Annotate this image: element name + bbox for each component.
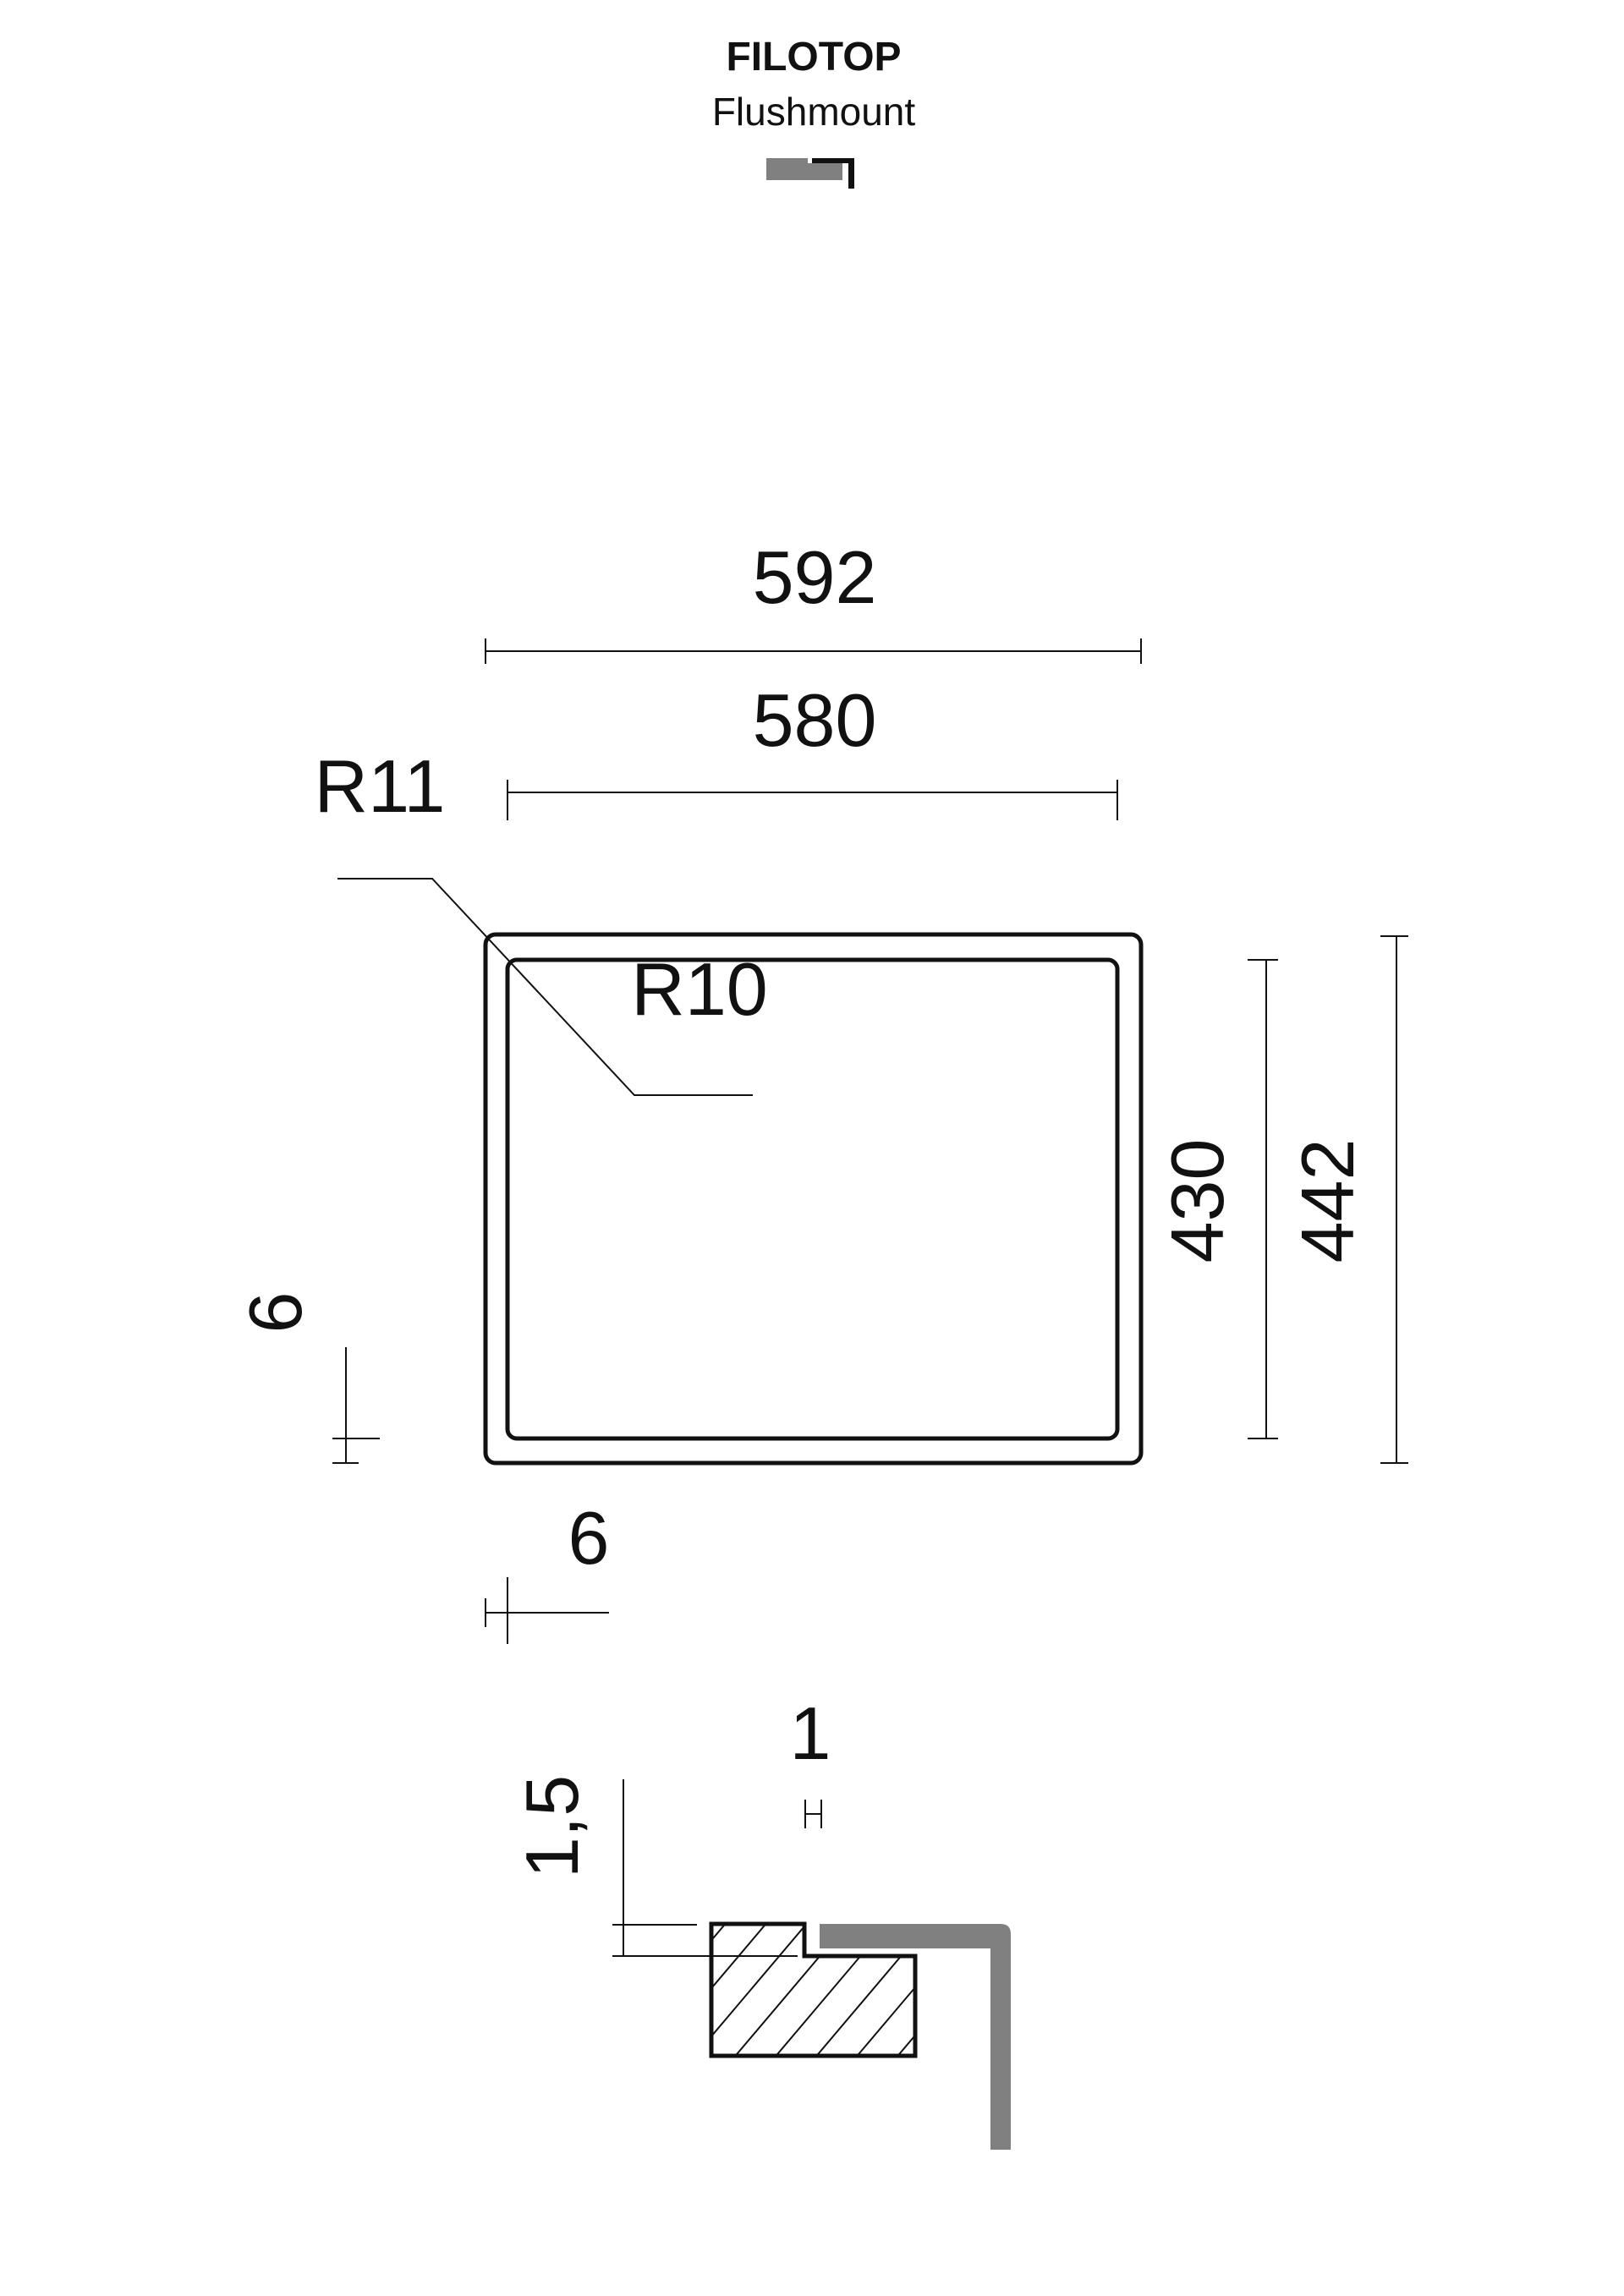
dim-label-6-horizontal: 6 (568, 1496, 610, 1580)
dim-label-6-vertical: 6 (233, 1292, 317, 1334)
dim-label-580: 580 (753, 678, 877, 762)
inner-outline (505, 957, 1120, 1441)
dim-line-442 (1380, 935, 1408, 1464)
dim-line-592 (485, 638, 1142, 664)
radius-label-r11: R11 (315, 744, 446, 828)
dim-line-6-vertical (332, 1347, 380, 1464)
flushmount-icon (766, 158, 854, 189)
radius-leader-line (337, 878, 753, 1096)
worktop-edge-profile (820, 1924, 1011, 2150)
dim-label-430: 430 (1155, 1139, 1239, 1263)
outer-outline (483, 932, 1144, 1466)
dim-line-1-5 (612, 1779, 798, 1957)
dim-label-442: 442 (1286, 1139, 1369, 1263)
dim-marker-1 (804, 1800, 822, 1828)
dim-line-430 (1248, 959, 1278, 1439)
product-title: FILOTOP (726, 35, 901, 79)
dim-label-592: 592 (753, 535, 877, 619)
section-label-1: 1 (790, 1691, 831, 1775)
dim-line-6-horizontal (485, 1577, 609, 1644)
hatched-profile-section (709, 1921, 918, 2058)
section-label-1-5: 1,5 (510, 1775, 594, 1878)
product-subtitle: Flushmount (712, 90, 916, 134)
dim-line-580 (507, 780, 1118, 820)
